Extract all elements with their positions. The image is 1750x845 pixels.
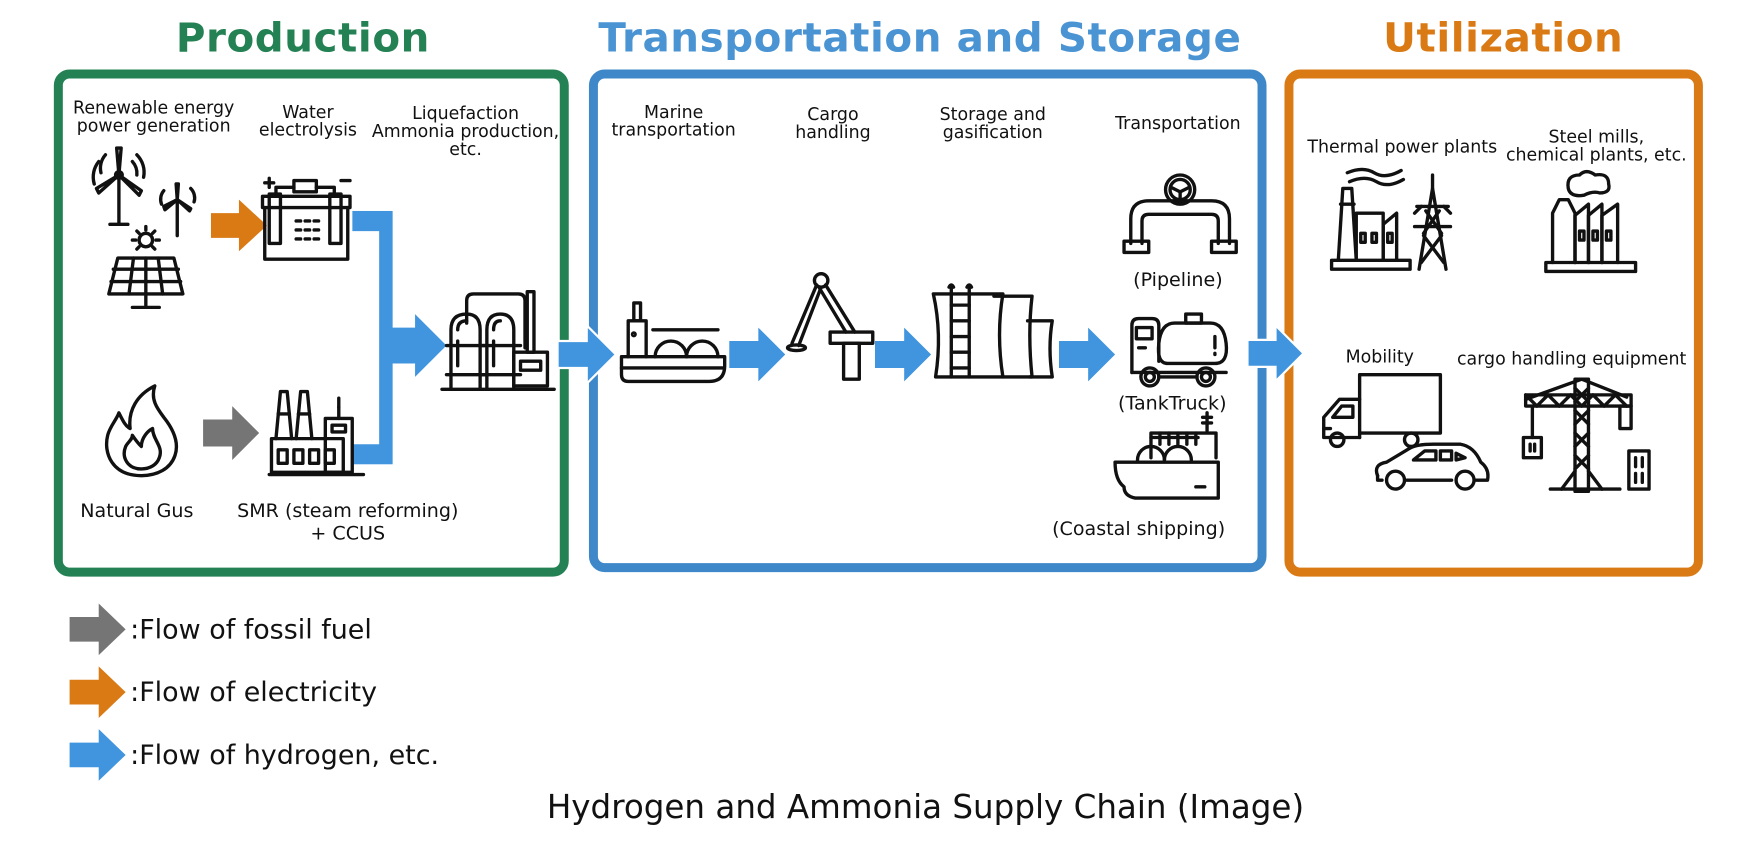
tanktruck-label: (TankTruck) bbox=[1118, 392, 1227, 416]
mobility-label: Mobility bbox=[1345, 346, 1414, 367]
car-icon bbox=[1371, 440, 1492, 492]
storage-label: Storage and gasification bbox=[925, 105, 1060, 141]
fossil-flow-arrow bbox=[203, 406, 260, 460]
utilization-title: Utilization bbox=[1383, 15, 1624, 62]
transportation-label: Transportation bbox=[1115, 113, 1241, 134]
flame-icon bbox=[99, 384, 184, 478]
hydrogen-flow-arrow-3 bbox=[1058, 327, 1116, 382]
legend-hydrogen: :Flow of hydrogen, etc. bbox=[69, 729, 440, 781]
electrolysis-label-line2: electrolysis bbox=[258, 120, 357, 141]
figure-caption: Hydrogen and Ammonia Supply Chain (Image… bbox=[546, 787, 1305, 826]
pipeline-icon bbox=[1122, 173, 1239, 255]
production-title: Production bbox=[175, 15, 430, 62]
legend-hydrogen-arrow-icon bbox=[69, 729, 126, 781]
hydrogen-flow-arrow-transport-to-utilization bbox=[1247, 325, 1304, 382]
marine-label-line2: transportation bbox=[611, 120, 736, 141]
cargo-label-line1: Cargo bbox=[807, 104, 859, 125]
cargo-crane-icon bbox=[1517, 377, 1656, 494]
loading-arm-icon bbox=[785, 269, 879, 381]
cargo-label-line2: handling bbox=[795, 122, 871, 143]
thermal-power-label: Thermal power plants bbox=[1307, 136, 1498, 158]
lng-carrier-ship-icon bbox=[617, 301, 727, 386]
steel-mills-label: Steel mills, chemical plants, etc. bbox=[1498, 128, 1695, 164]
renewable-label-line2: power generation bbox=[76, 115, 231, 136]
renewable-label: Renewable energy power generation bbox=[70, 99, 238, 135]
liquefaction-label: Liquefaction Ammonia production, etc. bbox=[370, 104, 561, 158]
smr-label-line2: + CCUS bbox=[310, 522, 386, 546]
liquefaction-label-line1: Liquefaction bbox=[412, 103, 520, 124]
thermal-power-plant-icon bbox=[1329, 166, 1468, 271]
hydrogen-flow-arrow-production-to-transport bbox=[557, 325, 616, 384]
steel-mills-label-line2: chemical plants, etc. bbox=[1505, 144, 1687, 165]
steel-mill-icon bbox=[1544, 168, 1640, 274]
legend-fossil: :Flow of fossil fuel bbox=[69, 603, 372, 656]
legend-fossil-label: :Flow of fossil fuel bbox=[130, 613, 372, 646]
liquefaction-label-line3: etc. bbox=[449, 139, 482, 160]
electrolysis-label: Water electrolysis bbox=[249, 103, 367, 139]
transport-title: Transportation and Storage bbox=[598, 15, 1242, 62]
renewable-label-line1: Renewable energy bbox=[73, 97, 235, 118]
cargo-equipment-label: cargo handling equipment bbox=[1456, 348, 1687, 370]
utilization-box bbox=[1284, 69, 1703, 577]
truck-icon bbox=[1319, 372, 1445, 449]
coastal-ship-icon bbox=[1113, 411, 1223, 507]
electrolyzer-icon bbox=[260, 174, 352, 264]
storage-label-line2: gasification bbox=[942, 122, 1043, 143]
hydrogen-merge-connector bbox=[352, 210, 447, 465]
steel-mills-label-line1: Steel mills, bbox=[1548, 126, 1645, 147]
wind-turbine-icon bbox=[81, 144, 204, 238]
coastal-shipping-label: (Coastal shipping) bbox=[1052, 518, 1226, 541]
natural-gas-label: Natural Gus bbox=[80, 500, 194, 523]
liquefaction-plant-icon bbox=[440, 289, 556, 392]
smr-factory-icon bbox=[267, 387, 366, 479]
hydrogen-flow-arrow-2 bbox=[875, 327, 932, 382]
legend-fossil-arrow-icon bbox=[69, 603, 126, 656]
transport-box bbox=[588, 69, 1267, 573]
cargo-label: Cargo handling bbox=[785, 105, 880, 141]
electricity-flow-arrow bbox=[210, 199, 267, 252]
marine-label: Marine transportation bbox=[604, 103, 744, 139]
marine-label-line1: Marine bbox=[643, 102, 704, 123]
storage-tank-icon bbox=[931, 278, 1057, 381]
legend-hydrogen-label: :Flow of hydrogen, etc. bbox=[130, 739, 440, 771]
tank-truck-icon bbox=[1127, 312, 1230, 391]
legend-electricity-label: :Flow of electricity bbox=[130, 676, 378, 708]
storage-label-line1: Storage and bbox=[939, 104, 1046, 125]
electrolysis-label-line1: Water bbox=[282, 102, 334, 123]
pipeline-label: (Pipeline) bbox=[1133, 269, 1223, 292]
liquefaction-label-line2: Ammonia production, bbox=[371, 121, 560, 142]
solar-panel-icon bbox=[104, 224, 188, 312]
legend-electricity-arrow-icon bbox=[69, 666, 126, 718]
hydrogen-flow-arrow-1 bbox=[729, 327, 786, 382]
smr-label-line1: SMR (steam reforming) bbox=[237, 500, 459, 523]
smr-label: SMR (steam reforming) + CCUS bbox=[213, 500, 482, 545]
production-box bbox=[53, 69, 569, 577]
legend-electricity: :Flow of electricity bbox=[69, 666, 378, 718]
